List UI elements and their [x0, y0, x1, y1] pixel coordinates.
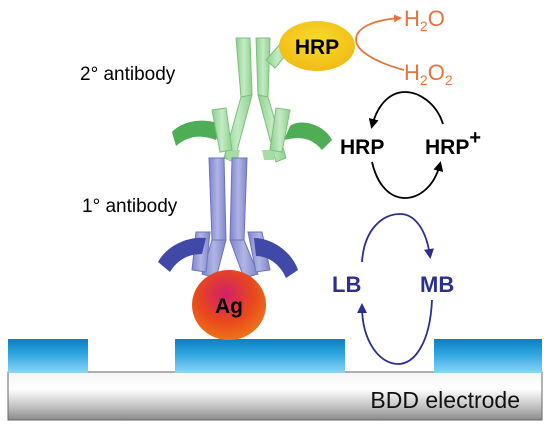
lb-oxidation-arrow — [361, 213, 434, 263]
hydrogen-peroxide-label: H2O2 — [404, 60, 453, 88]
hrp-enzyme — [279, 21, 355, 71]
hrp-enzyme-label: HRP — [295, 36, 339, 59]
electrode-strip-2 — [175, 339, 345, 373]
peroxide-reduction-arrow — [355, 14, 405, 71]
hrp-oxidized-label: HRP+ — [425, 127, 481, 159]
mb-reduction-arrow — [357, 299, 433, 365]
hrp-reduced-label: HRP — [340, 136, 384, 159]
mb-label: MB — [420, 272, 454, 297]
antigen — [192, 270, 266, 340]
primary-antibody-label: 1° antibody — [82, 196, 178, 217]
bdd-electrode — [7, 371, 543, 421]
electrode-label: BDD electrode — [370, 387, 520, 413]
secondary-antibody-label: 2° antibody — [80, 64, 176, 85]
water-label: H2O — [404, 6, 445, 34]
electrode-strip-3 — [434, 339, 542, 373]
electrode-strip-1 — [8, 339, 88, 373]
primary-antibody — [158, 157, 298, 279]
hrp-oxidation-arrow — [368, 91, 444, 129]
lb-label: LB — [332, 272, 361, 297]
antigen-label: Ag — [215, 295, 243, 318]
hrp-reduction-arrow — [371, 161, 444, 199]
